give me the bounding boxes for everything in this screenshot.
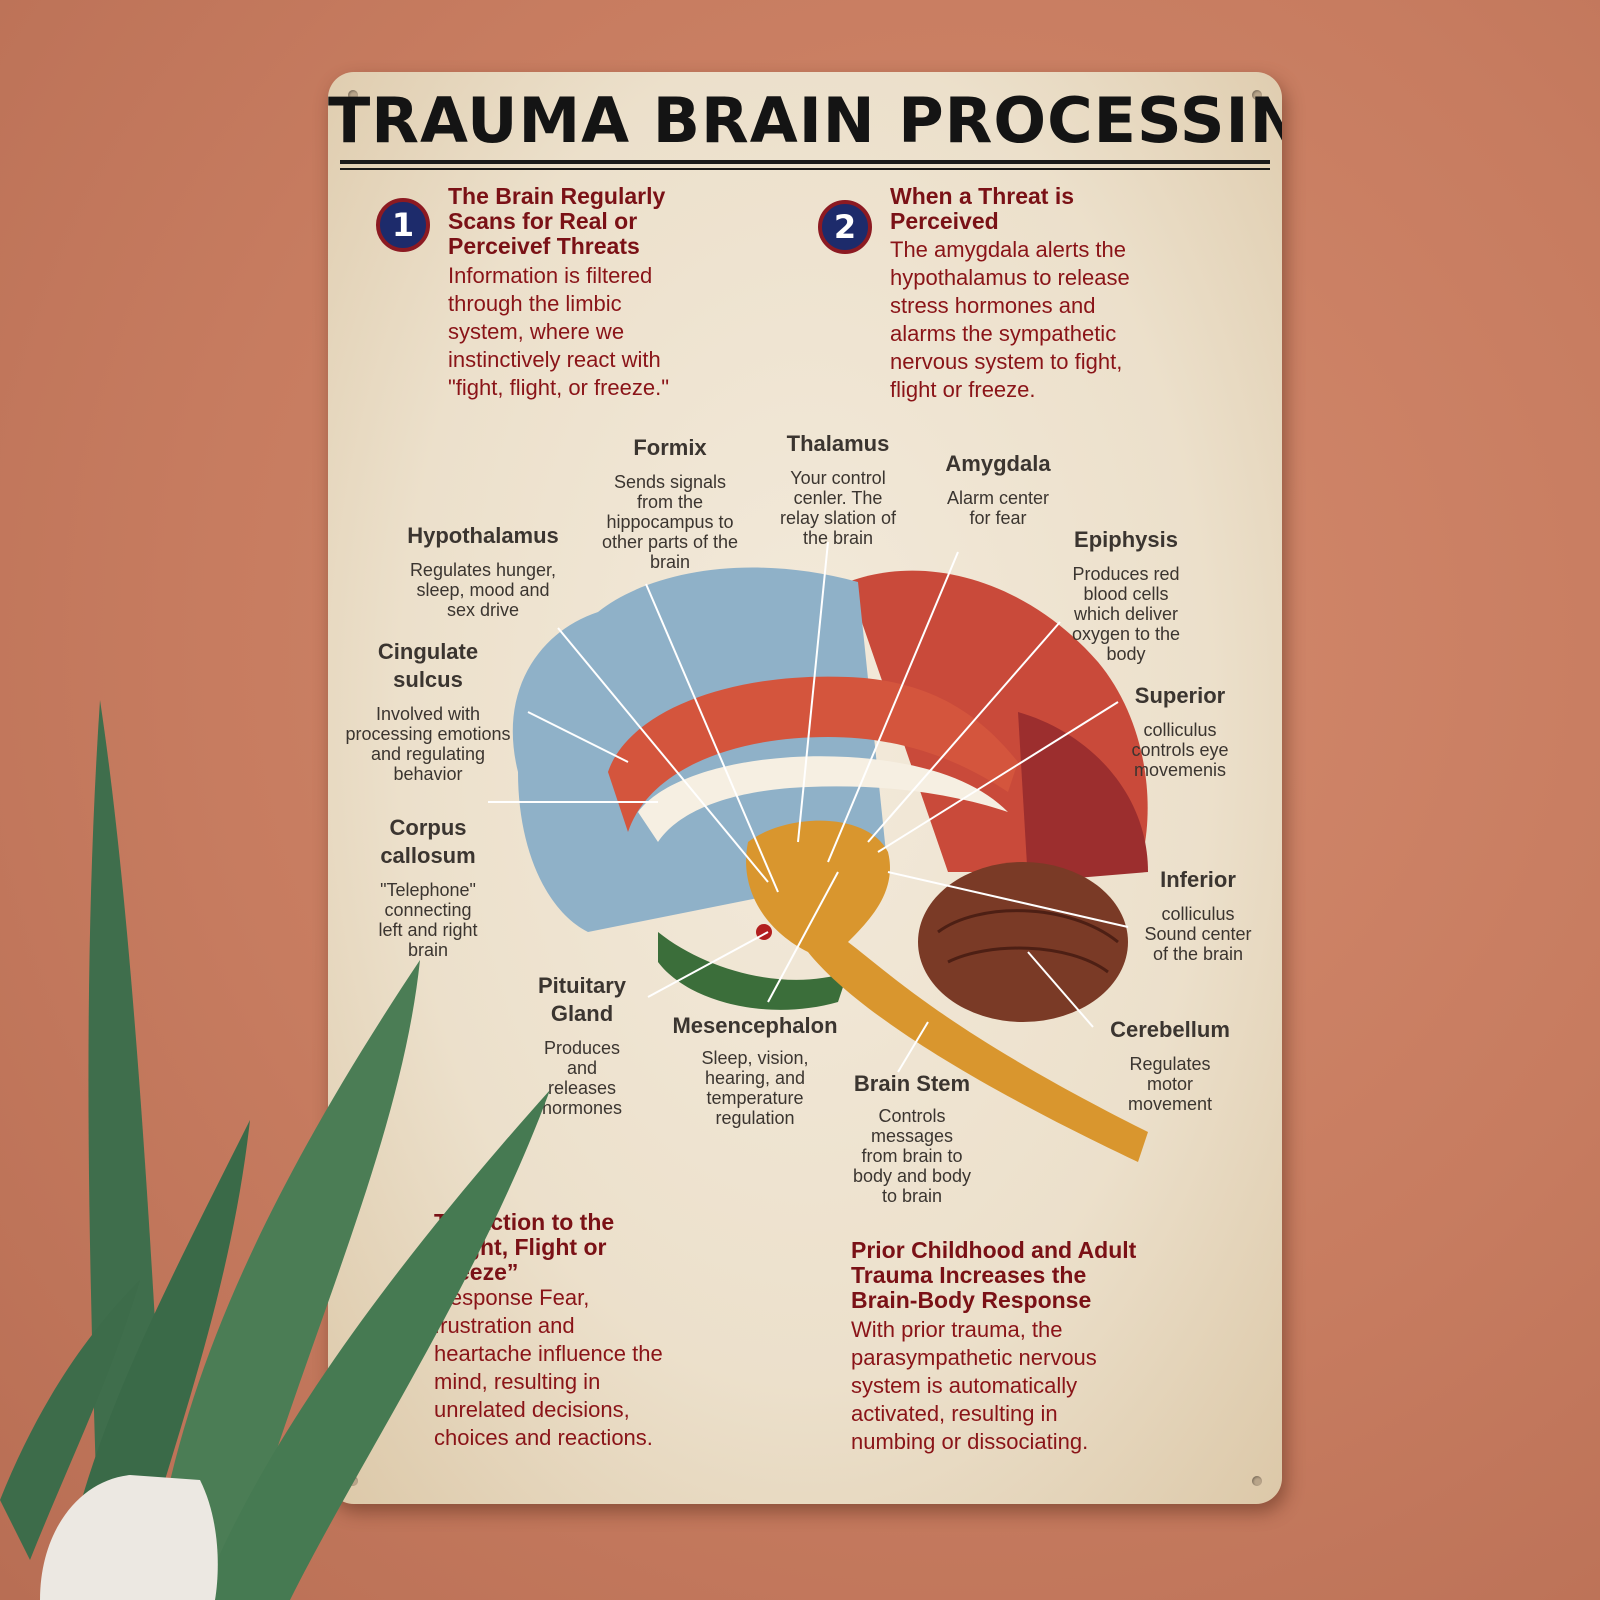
desc-mesencephalon: Sleep, vision, hearing, and temperature … xyxy=(701,1048,809,1128)
section-1-body: Information is filtered through the limb… xyxy=(448,263,670,400)
label-hypothalamus: Hypothalamus xyxy=(407,523,559,548)
label-thalamus: Thalamus xyxy=(786,431,890,456)
label-mesencephalon: Mesencephalon xyxy=(672,1013,838,1038)
desc-inferior: colliculus Sound center of the brain xyxy=(1144,904,1252,964)
rivet-bottom-right xyxy=(1252,1476,1262,1486)
label-pituitary-gland: Pituitary Gland xyxy=(537,973,627,1026)
section-2-heading: When a Threat is Perceived xyxy=(890,183,1075,234)
poster-title: TRAUMA BRAIN PROCESSING xyxy=(328,84,1282,157)
title-underline-thin xyxy=(340,168,1270,170)
label-corpus-callosum: Corpus callosum xyxy=(380,815,476,868)
desc-thalamus: Your control cenler. The relay slation o… xyxy=(779,468,897,548)
section-1-heading: The Brain Regularly Scans for Real or Pe… xyxy=(448,183,666,259)
label-superior: Superior xyxy=(1134,683,1226,708)
desc-cerebellum: Regulates motor movement xyxy=(1127,1054,1213,1114)
desc-cingulate-sulcus: Involved with processing emotions and re… xyxy=(345,704,511,784)
label-amygdala: Amygdala xyxy=(945,451,1051,476)
desc-corpus-callosum: "Telephone" connecting left and right br… xyxy=(378,880,478,960)
desc-amygdala: Alarm center for fear xyxy=(946,488,1050,528)
label-cingulate-sulcus: Cingulate sulcus xyxy=(377,639,479,692)
section-4-body: With prior trauma, the parasympathetic n… xyxy=(851,1317,1097,1454)
label-formix: Formix xyxy=(633,435,707,460)
desc-epiphysis: Produces red blood cells which deliver o… xyxy=(1071,564,1181,664)
aloe-leaves xyxy=(0,700,550,1600)
title-underline xyxy=(340,160,1270,164)
step-1-badge: 1 xyxy=(376,198,430,252)
desc-formix: Sends signals from the hippocampus to ot… xyxy=(601,472,739,572)
section-2-body: The amygdala alerts the hypothalamus to … xyxy=(890,237,1130,402)
desc-hypothalamus: Regulates hunger, sleep, mood and sex dr… xyxy=(409,560,557,620)
rivet-top-left xyxy=(348,90,358,100)
poster-sign: TRAUMA BRAIN PROCESSING 1 The Brain Regu… xyxy=(328,72,1282,1504)
rivet-top-right xyxy=(1252,90,1262,100)
label-inferior: Inferior xyxy=(1160,867,1236,892)
section-3-body: Response Fear, frustration and heartache… xyxy=(434,1285,663,1450)
label-epiphysis: Epiphysis xyxy=(1074,527,1178,552)
brain-illustration xyxy=(488,541,1148,1162)
label-cerebellum: Cerebellum xyxy=(1110,1017,1230,1042)
desc-superior: colliculus controls eye movemenis xyxy=(1131,720,1229,780)
section-4-heading: Prior Childhood and Adult Trauma Increas… xyxy=(851,1237,1137,1313)
step-2-badge: 2 xyxy=(818,200,872,254)
desc-brain-stem: Controls messages from brain to body and… xyxy=(852,1106,972,1206)
desc-pituitary-gland: Produces and releases hormones xyxy=(541,1038,623,1118)
label-brain-stem: Brain Stem xyxy=(853,1071,971,1096)
plant-pot xyxy=(40,1475,218,1600)
